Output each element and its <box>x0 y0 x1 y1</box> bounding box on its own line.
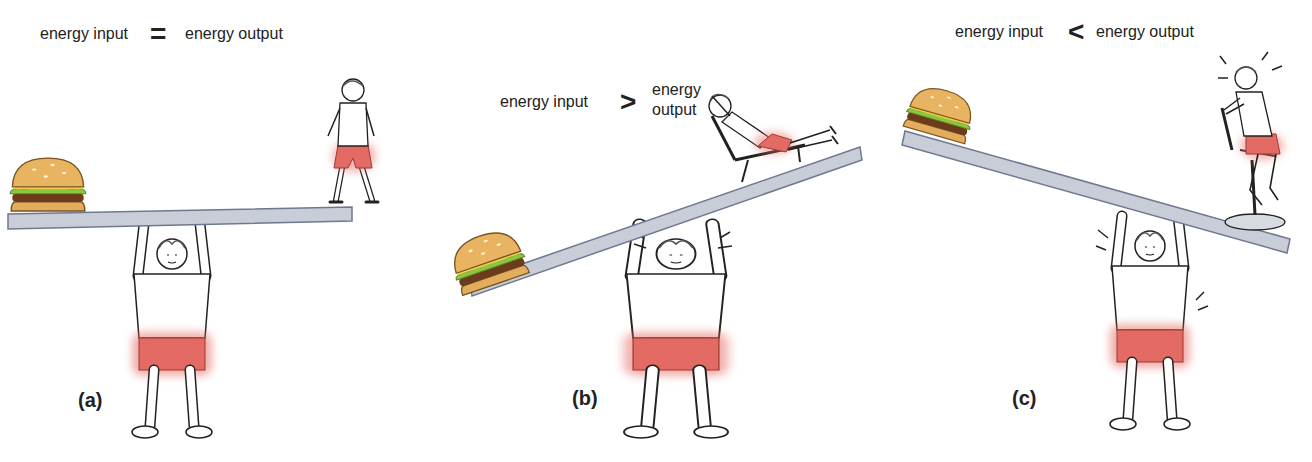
reclining-figure <box>709 94 838 182</box>
caption-text: energy input <box>955 22 1043 42</box>
burger-icon <box>10 158 86 211</box>
relation-symbol: > <box>620 88 636 116</box>
panel-c-art <box>902 52 1290 430</box>
caption-text: energy output <box>652 80 716 120</box>
caption-text: energy output <box>1096 22 1194 42</box>
panel-label: (b) <box>572 386 598 410</box>
panel-b-art <box>445 94 862 438</box>
panel-a-art <box>8 79 378 438</box>
holder-figure <box>624 224 728 438</box>
seesaw-board <box>470 147 862 296</box>
relation-symbol: = <box>150 20 166 48</box>
burger-icon <box>445 224 530 295</box>
caption-text: energy input <box>500 92 588 112</box>
strain-marks <box>1096 230 1208 310</box>
caption-text: energy output <box>185 24 283 44</box>
relation-symbol: < <box>1068 18 1084 46</box>
panel-label: (c) <box>1012 386 1036 410</box>
burger-icon <box>902 82 978 144</box>
holder-figure <box>1110 216 1190 430</box>
caption-text: energy input <box>40 24 128 44</box>
cycling-figure <box>1218 52 1285 230</box>
holder-figure <box>132 224 212 438</box>
walking-figure <box>328 79 378 202</box>
panel-label: (a) <box>78 388 102 412</box>
